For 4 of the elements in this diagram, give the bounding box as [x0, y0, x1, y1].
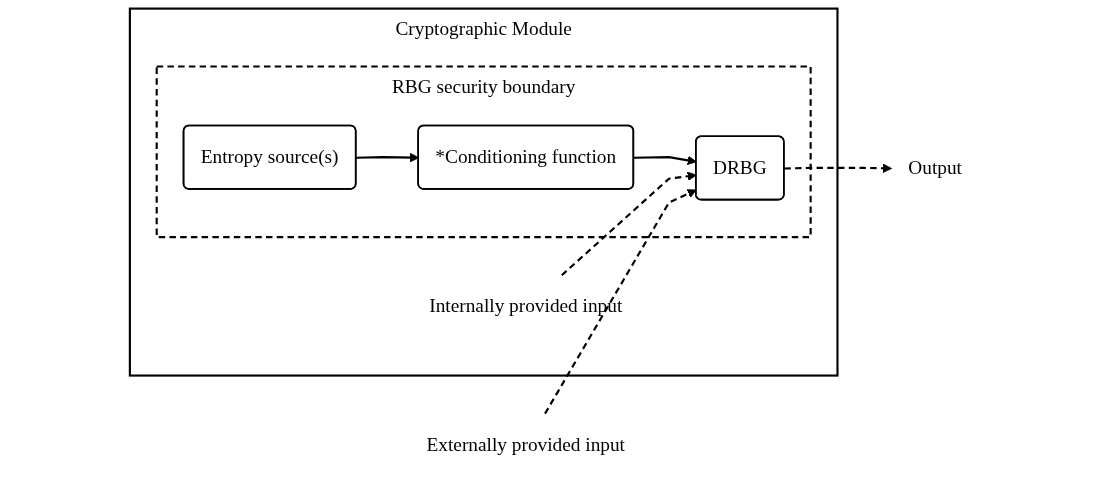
arrow [784, 163, 893, 173]
node-text: Internally provided input [429, 295, 623, 317]
node-text: Externally provided input [426, 433, 625, 455]
node-text: Output [908, 156, 962, 179]
